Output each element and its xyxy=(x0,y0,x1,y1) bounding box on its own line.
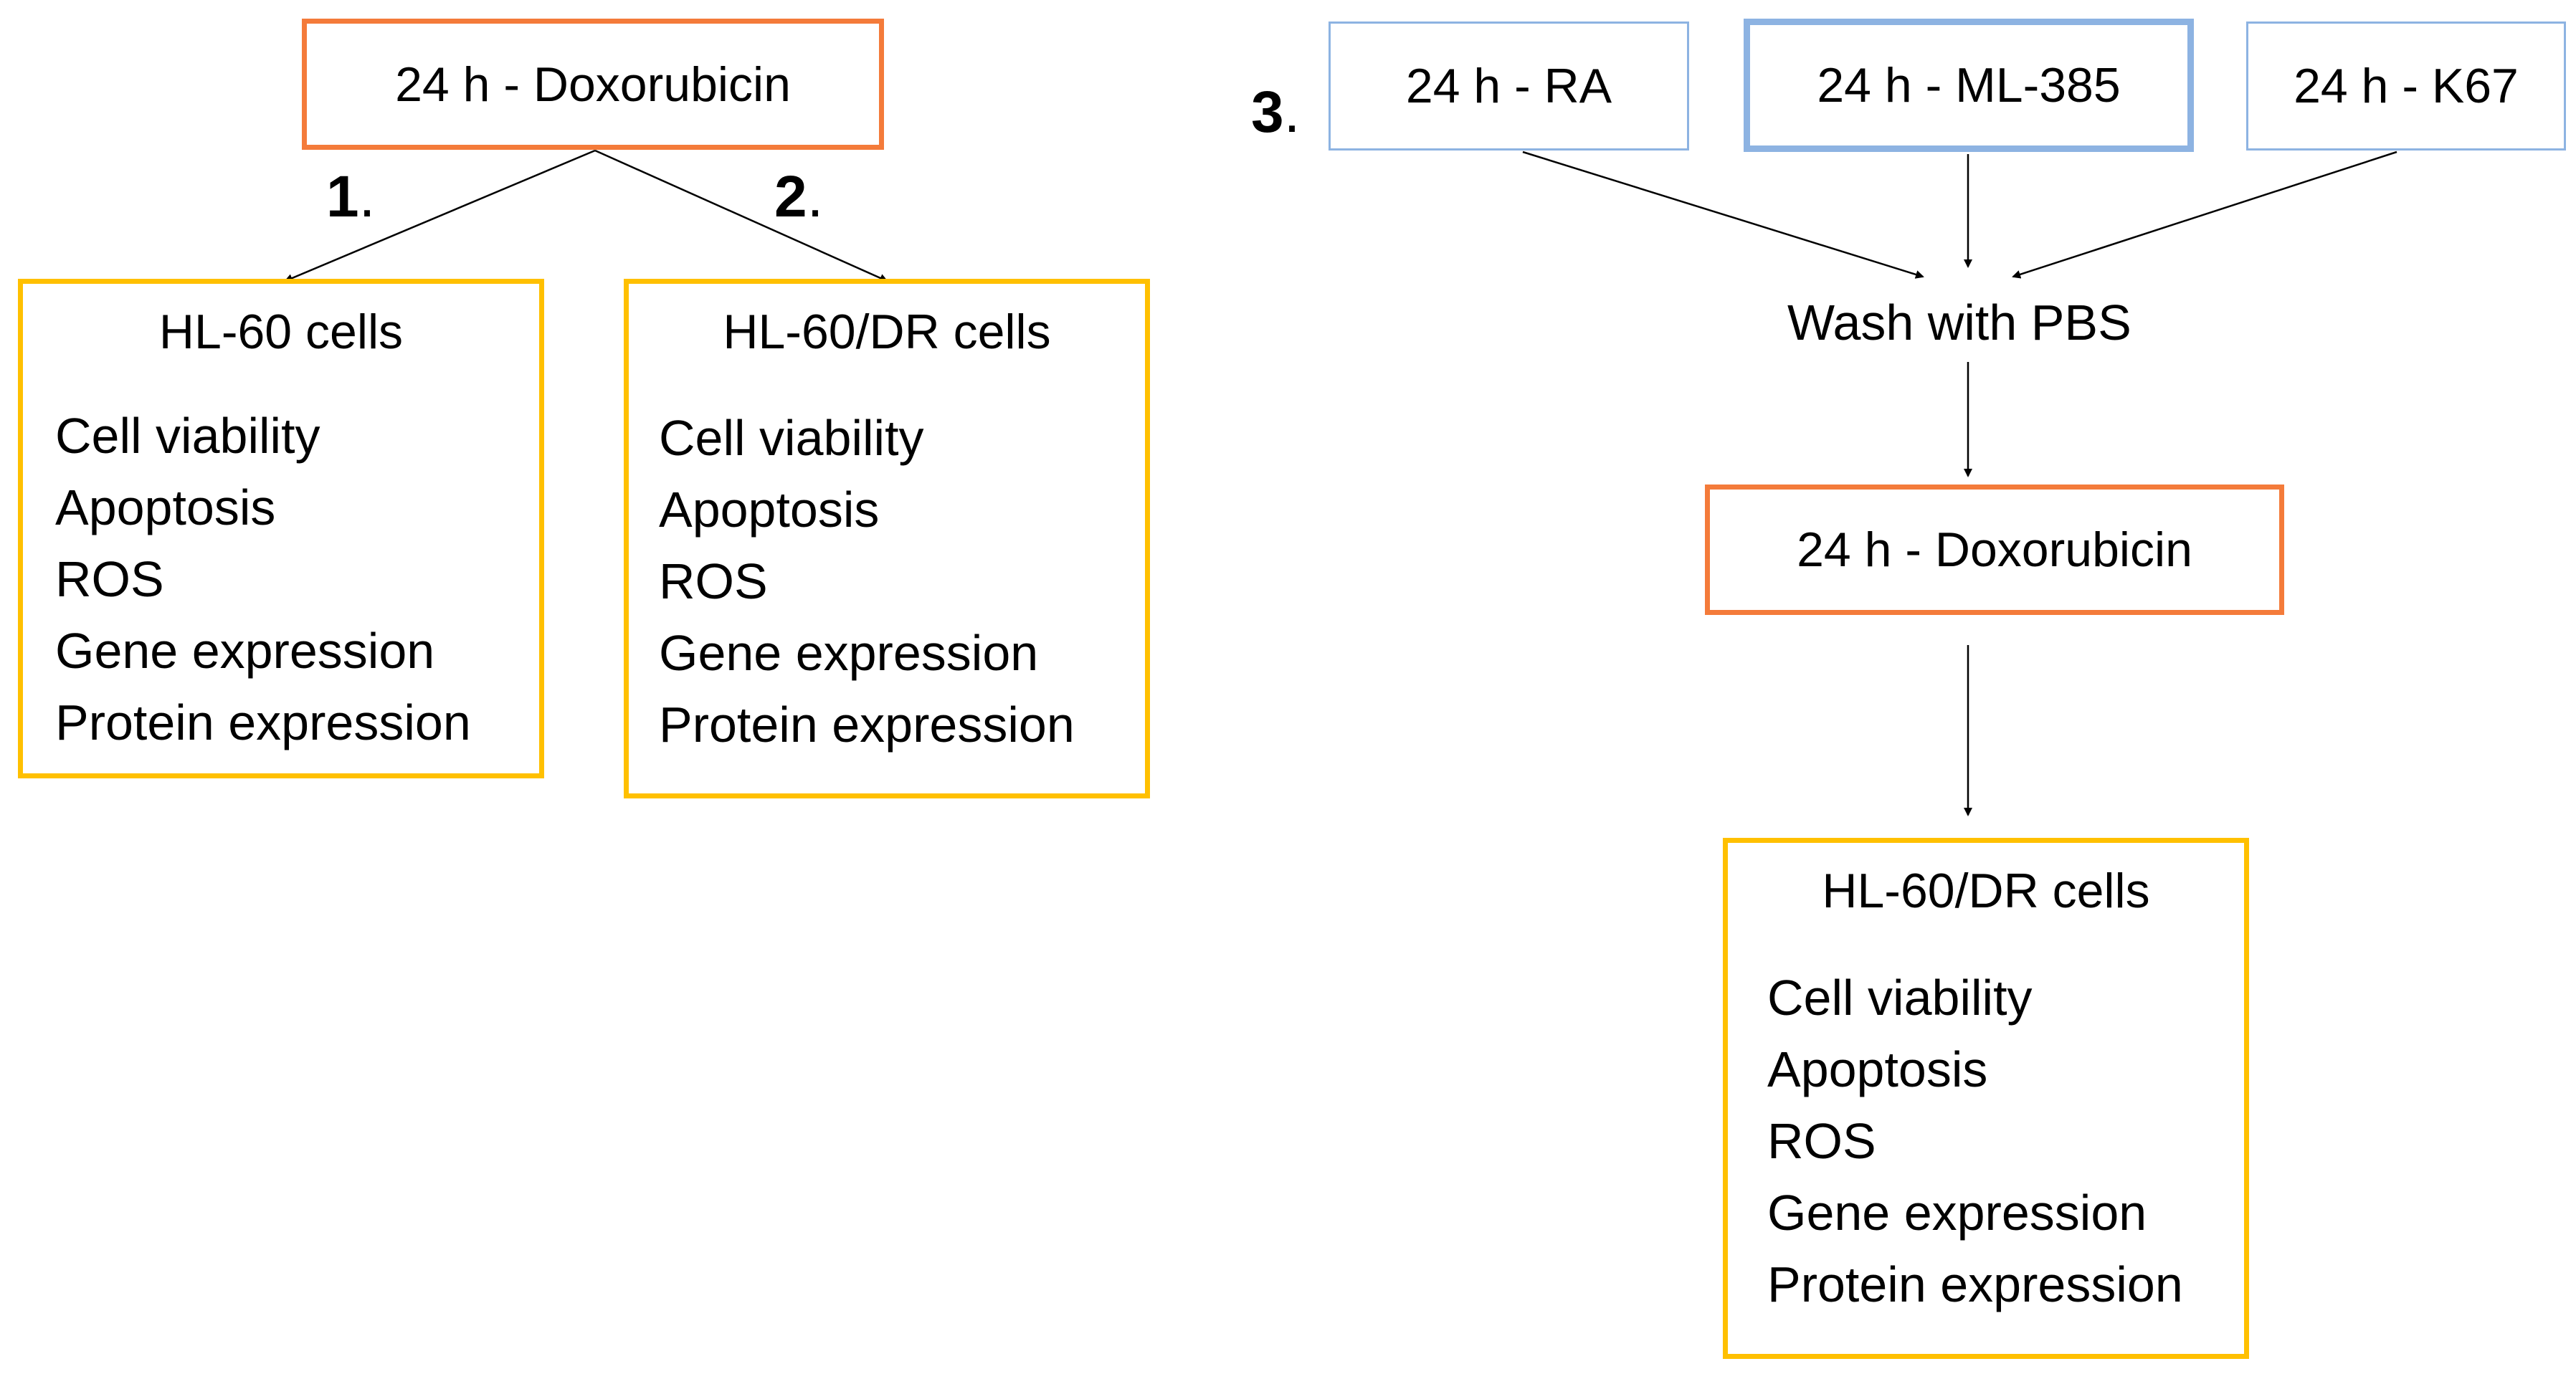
wash-with-pbs-label: Wash with PBS xyxy=(1787,295,2131,350)
step-1-dot: . xyxy=(358,164,376,229)
assay-list: Cell viability Apoptosis ROS Gene expres… xyxy=(659,402,1075,760)
pretreated-hl60dr-cells-panel: HL-60/DR cells Cell viability Apoptosis … xyxy=(1723,838,2249,1359)
list-item: Protein expression xyxy=(659,697,1075,753)
step-3-digit: 3 xyxy=(1251,80,1284,145)
panel-title: HL-60/DR cells xyxy=(1822,864,2150,918)
arrow-ra-to-wash xyxy=(1522,151,1924,279)
step-number-1: 1. xyxy=(326,163,375,231)
panel-title: HL-60/DR cells xyxy=(723,305,1051,359)
step-2-dot: . xyxy=(807,164,824,229)
list-item: Gene expression xyxy=(659,625,1039,681)
hl60-cells-panel: HL-60 cells Cell viability Apoptosis ROS… xyxy=(18,279,544,778)
pretreatment-k67-box: 24 h - K67 xyxy=(2246,22,2566,151)
list-item: Cell viability xyxy=(1767,970,2033,1026)
panel-title: HL-60 cells xyxy=(158,305,404,359)
step-number-2: 2. xyxy=(774,163,823,231)
arrow-doxo-to-hl60dr xyxy=(594,149,888,282)
list-item: Protein expression xyxy=(1767,1256,2183,1312)
assay-list: Cell viability Apoptosis ROS Gene expres… xyxy=(1767,962,2183,1320)
list-item: Cell viability xyxy=(55,408,320,464)
pretreatment-ml385-box: 24 h - ML-385 xyxy=(1744,19,2194,152)
list-item: ROS xyxy=(659,553,768,609)
step-1-digit: 1 xyxy=(326,164,359,229)
list-item: Apoptosis xyxy=(55,479,276,535)
pretreatment-k67-label: 24 h - K67 xyxy=(2294,59,2519,113)
step-3-dot: . xyxy=(1283,80,1301,145)
list-item: Apoptosis xyxy=(659,482,880,538)
pretreatment-ra-box: 24 h - RA xyxy=(1329,22,1689,151)
list-item: Gene expression xyxy=(1767,1185,2147,1241)
doxorubicin-box-right: 24 h - Doxorubicin xyxy=(1705,485,2284,615)
doxorubicin-label: 24 h - Doxorubicin xyxy=(1797,522,2192,577)
doxorubicin-box-left: 24 h - Doxorubicin xyxy=(302,19,884,150)
step-number-3: 3. xyxy=(1251,79,1300,146)
list-item: ROS xyxy=(1767,1113,1876,1169)
arrow-k67-to-wash xyxy=(2012,151,2397,279)
pretreatment-ml385-label: 24 h - ML-385 xyxy=(1817,58,2121,113)
step-2-digit: 2 xyxy=(774,164,807,229)
pretreatment-ra-label: 24 h - RA xyxy=(1405,59,1612,113)
list-item: Cell viability xyxy=(659,410,924,466)
list-item: Gene expression xyxy=(55,623,435,679)
list-item: Protein expression xyxy=(55,695,471,750)
list-item: Apoptosis xyxy=(1767,1041,1988,1097)
hl60dr-cells-panel: HL-60/DR cells Cell viability Apoptosis … xyxy=(624,279,1150,798)
list-item: ROS xyxy=(55,551,164,607)
doxorubicin-label: 24 h - Doxorubicin xyxy=(395,57,791,112)
assay-list: Cell viability Apoptosis ROS Gene expres… xyxy=(55,400,471,758)
arrow-doxo-to-hl60 xyxy=(284,149,596,282)
